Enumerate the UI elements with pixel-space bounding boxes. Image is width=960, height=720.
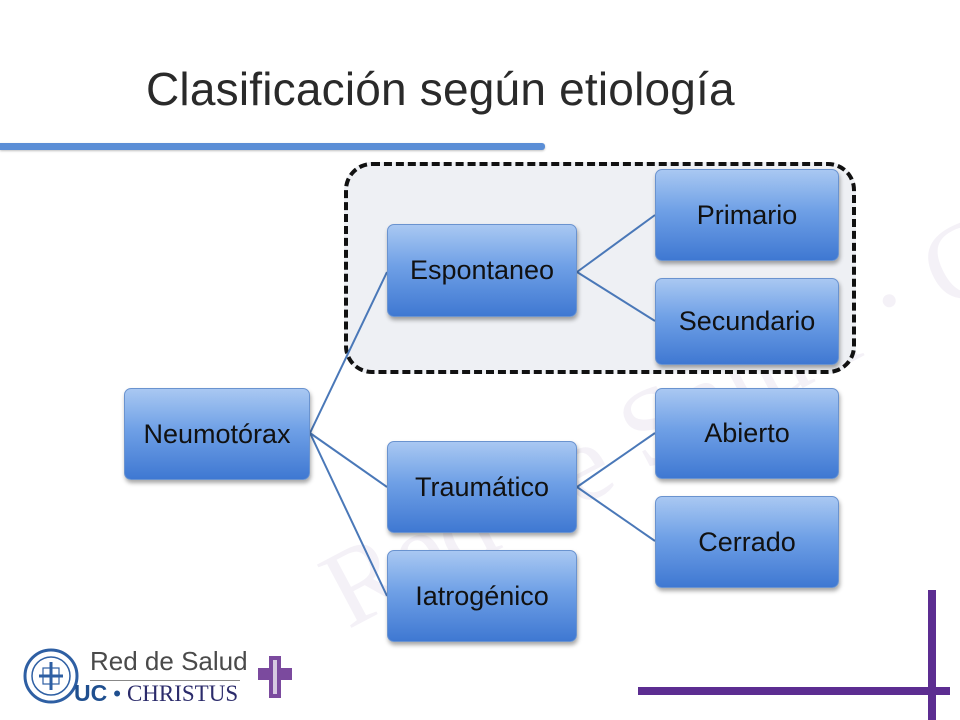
connector-root-espontaneo xyxy=(309,271,388,434)
connector-espontaneo-secundario xyxy=(576,271,656,322)
christus-cross-icon xyxy=(258,656,292,698)
node-primario: Primario xyxy=(655,169,839,261)
logo-separator: • xyxy=(113,681,121,706)
node-traumatico: Traumático xyxy=(387,441,577,533)
logo-uc-text: UC xyxy=(74,680,108,706)
node-espontaneo: Espontaneo xyxy=(387,224,577,317)
connector-traumatico-cerrado xyxy=(576,486,656,542)
node-neumotorax: Neumotórax xyxy=(124,388,310,480)
connector-traumatico-abierto xyxy=(576,432,656,488)
node-iatrogenico: Iatrogénico xyxy=(387,550,577,642)
node-secundario: Secundario xyxy=(655,278,839,365)
red-de-salud-logo: Red de Salud UC•CHRISTUS xyxy=(22,646,297,712)
connector-root-iatrogenico xyxy=(309,432,388,597)
logo-uc-christus: UC•CHRISTUS xyxy=(74,680,238,707)
connector-root-traumatico xyxy=(309,432,388,488)
slide-title: Clasificación según etiología xyxy=(146,63,735,115)
node-cerrado: Cerrado xyxy=(655,496,839,588)
logo-divider xyxy=(90,680,240,681)
uc-seal-icon xyxy=(23,648,79,704)
corner-accent-vertical xyxy=(928,590,936,720)
logo-red-de-salud-text: Red de Salud xyxy=(90,646,248,676)
connector-espontaneo-primario xyxy=(576,214,656,273)
logo-christus-text: CHRISTUS xyxy=(126,681,239,706)
title-underline xyxy=(0,143,545,150)
corner-accent-horizontal xyxy=(638,687,950,695)
node-abierto: Abierto xyxy=(655,388,839,479)
